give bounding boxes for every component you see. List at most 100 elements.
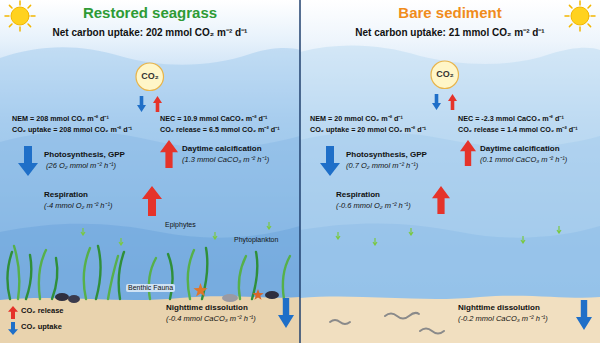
benthic-fauna <box>265 291 279 299</box>
process-arrow <box>576 300 592 330</box>
benthic-fauna <box>55 283 279 303</box>
seagrass <box>96 246 101 299</box>
rate-value: (26 O₂ mmol m⁻² h⁻¹) <box>46 162 116 171</box>
co2-flux-arrow <box>432 94 441 110</box>
process-arrow <box>142 186 162 216</box>
water-background <box>0 0 300 343</box>
sun-icon <box>571 7 589 25</box>
seagrass <box>283 256 290 299</box>
seagrass <box>239 256 246 299</box>
process-arrow <box>278 298 294 328</box>
rate-value: (-0.4 mmol CaCO₃ m⁻² h⁻¹) <box>166 315 256 324</box>
panel-title: Restored seagrass <box>83 4 217 22</box>
legend-arrow <box>8 322 18 335</box>
sun-icon <box>19 1 21 5</box>
seagrass <box>7 246 290 299</box>
phytoplankton <box>213 232 217 239</box>
sun-icon <box>28 5 31 8</box>
worm <box>330 313 444 334</box>
benthic-fauna <box>55 293 69 301</box>
seagrass <box>168 254 173 299</box>
sun-icon <box>9 5 12 8</box>
sun-icon <box>591 15 595 17</box>
rate-value: (0.1 mmol CaCO₃ m⁻² h⁻¹) <box>480 156 567 165</box>
sun-icon <box>588 24 591 27</box>
sun-icon <box>569 24 572 27</box>
process-name: Nighttime dissolution <box>166 303 248 312</box>
flux-value: CO₂ uptake = 208 mmol CO₂ m⁻² d⁻¹ <box>12 126 132 134</box>
flux-value: NEM = 208 mmol CO₂ m⁻² d⁻¹ <box>12 115 109 123</box>
gas-label: CO₂ <box>141 72 159 82</box>
legend-arrow <box>8 306 18 335</box>
phytoplankton <box>81 228 85 235</box>
wave-band <box>300 132 600 343</box>
legend-text: CO₂ release <box>21 307 64 316</box>
process-arrow <box>432 186 450 214</box>
net-uptake-text: Net carbon uptake: 21 mmol CO₂ m⁻² d⁻¹ <box>355 27 544 39</box>
divider-line <box>300 0 301 343</box>
organism-label: Phytoplankton <box>234 236 278 244</box>
wave-band <box>300 223 600 343</box>
process-arrow <box>320 146 340 176</box>
benthic-fauna <box>252 289 263 300</box>
legend-entry: CO₂ release <box>21 307 64 316</box>
co2-flux-arrow <box>153 96 162 112</box>
sun-icon <box>565 15 569 17</box>
phytoplankton <box>119 238 123 245</box>
wave-band <box>0 131 300 343</box>
process-name: Respiration <box>44 190 88 199</box>
circle-outline <box>431 61 459 89</box>
sun-icon <box>5 1 595 31</box>
divider-line <box>299 0 301 343</box>
panel-region: Bare sedimentNet carbon uptake: 21 mmol … <box>300 0 600 343</box>
co2-circle: CO₂ <box>135 62 165 92</box>
flux-value: CO₂ uptake = 20 mmol CO₂ m⁻² d⁻¹ <box>310 126 426 134</box>
wave-band <box>0 224 300 343</box>
process-arrow <box>460 140 476 166</box>
sun-icon <box>565 1 595 31</box>
process-name: Photosynthesis, GPP <box>44 150 125 159</box>
gas-label: CO₂ <box>436 70 454 80</box>
phytoplankton <box>81 222 561 245</box>
circle-outline <box>136 63 164 91</box>
sediment <box>0 296 300 343</box>
legend-entry: CO₂ uptake <box>21 323 62 332</box>
phytoplankton <box>409 228 413 235</box>
phytoplankton <box>373 238 377 245</box>
sun-icon <box>28 24 31 27</box>
flux-value: CO₂ release = 6.5 mmol CO₂ m⁻² d⁻¹ <box>160 126 280 134</box>
flux-value: NEM = 20 mmol CO₂ m⁻² d⁻¹ <box>310 115 403 123</box>
seagrass <box>14 246 19 299</box>
sun-icon <box>11 7 29 25</box>
seagrass <box>84 248 90 299</box>
wave-band <box>300 46 600 343</box>
water-background <box>300 0 600 343</box>
process-name: Daytime calcification <box>480 144 560 153</box>
phytoplankton <box>267 222 271 229</box>
phytoplankton <box>521 236 525 243</box>
rate-value: (-4 mmol O₂ m⁻² h⁻¹) <box>44 202 112 211</box>
seagrass <box>119 252 124 299</box>
seagrass <box>108 256 118 299</box>
sun-icon <box>569 5 572 8</box>
organism-label: Benthic Fauna <box>126 284 175 292</box>
seagrass <box>252 252 257 299</box>
rate-value: (1.3 mmol CaCO₃ m⁻² h⁻¹) <box>182 156 269 165</box>
sun-icon <box>579 1 581 5</box>
rate-value: (0.7 O₂ mmol m⁻² h⁻¹) <box>346 162 418 171</box>
seagrass <box>7 252 12 299</box>
sun-icon <box>19 27 21 31</box>
sun-icon <box>5 1 35 31</box>
sun-icon <box>31 15 35 17</box>
flux-value: NEC = -2.3 mmol CaCO₃ m⁻² d⁻¹ <box>458 115 564 123</box>
legend-text: CO₂ uptake <box>21 323 62 332</box>
seagrass <box>188 250 194 299</box>
worm <box>420 329 444 334</box>
seagrass <box>52 258 57 299</box>
sun-icon <box>5 15 9 17</box>
process-arrow <box>160 140 178 168</box>
